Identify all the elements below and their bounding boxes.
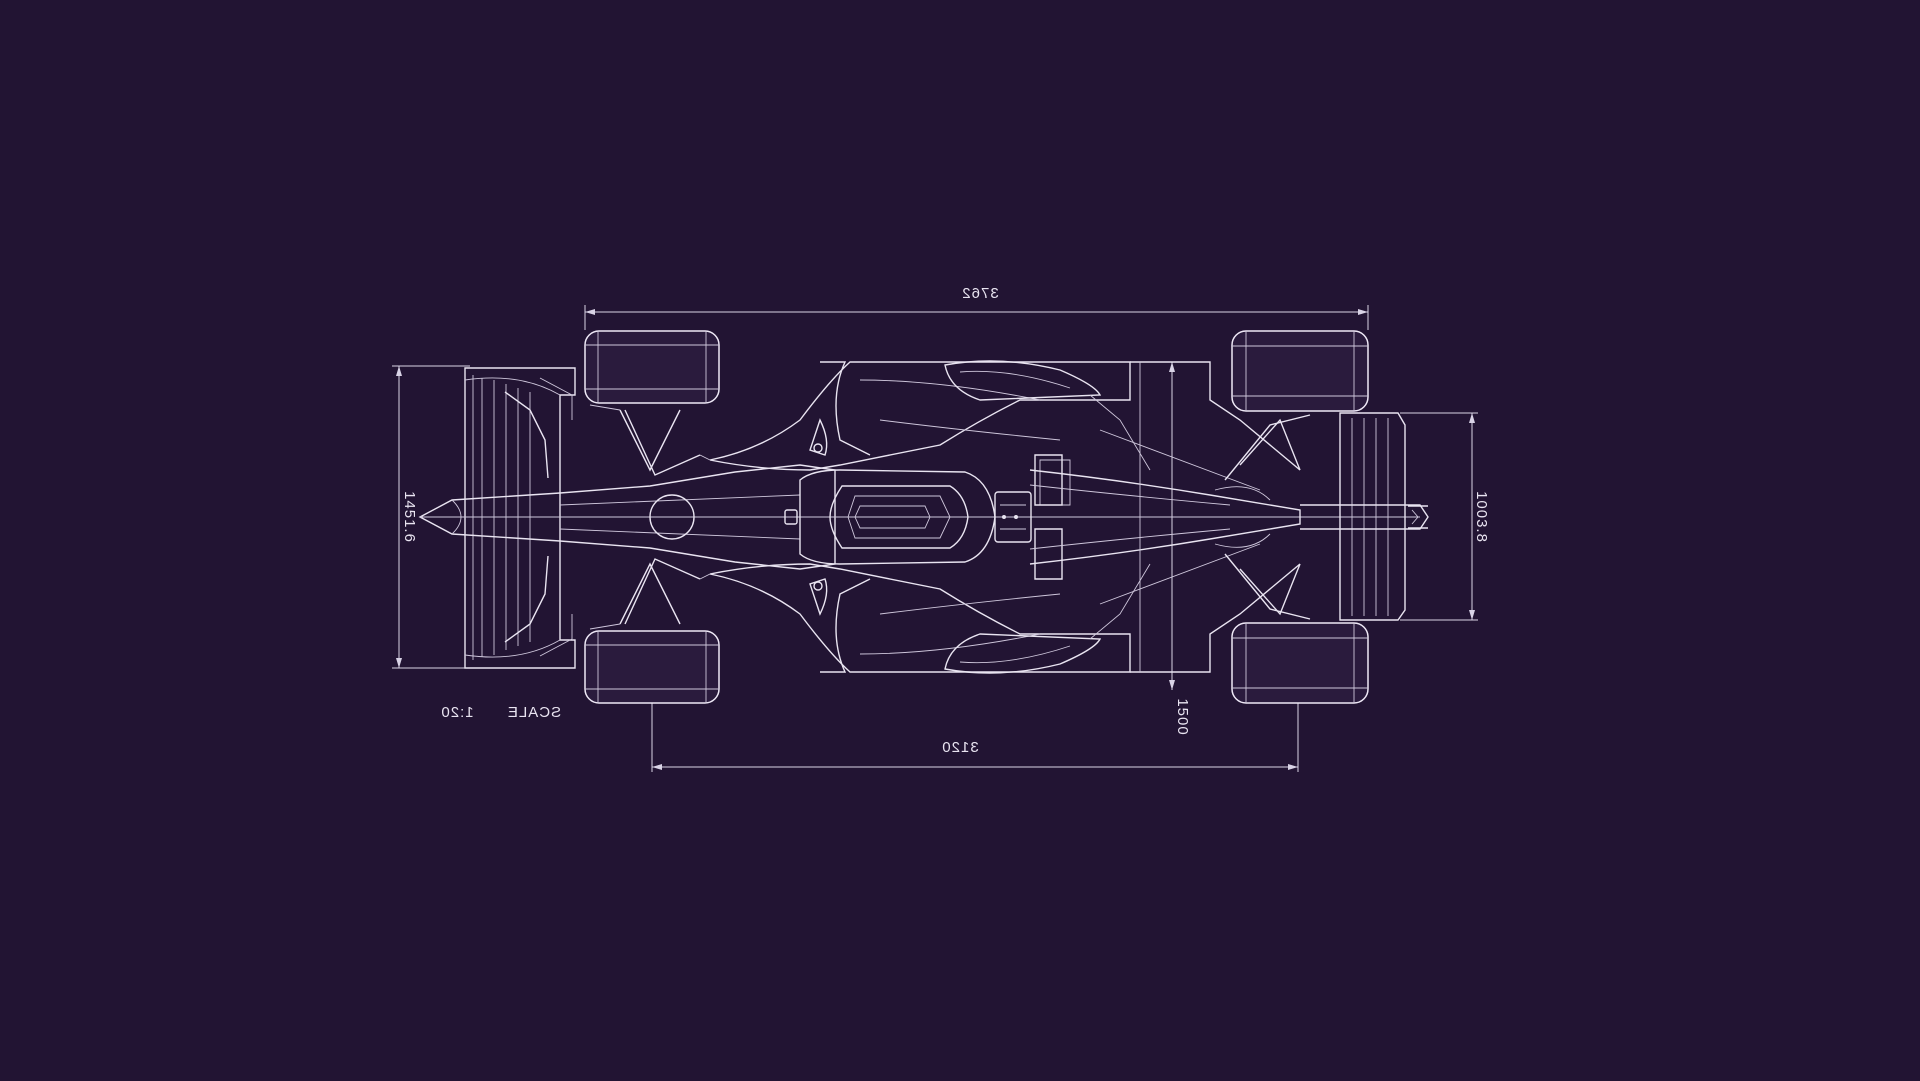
cockpit (799, 469, 1032, 565)
front-wing (464, 367, 576, 669)
rear-wing (1300, 412, 1429, 621)
nose-monocoque (418, 464, 1420, 570)
overall-length-label: 3762 (961, 285, 998, 302)
rear-left-tyre (1231, 330, 1369, 412)
scale-label: SCALE (507, 704, 561, 721)
rear-wing-width-label: 1003.8 (1473, 491, 1490, 543)
engine-cover (1029, 361, 1301, 673)
front-left-tyre (584, 330, 720, 404)
front-right-tyre (584, 630, 720, 704)
wheelbase-label: 3120 (941, 739, 978, 756)
dimension-lines (392, 305, 1478, 772)
front-width-label: 1451.6 (401, 491, 418, 543)
dimension-labels: 3762 3120 1451.6 1003.8 1500 SCALE 1:20 (401, 285, 1490, 756)
sidepod-lower (709, 528, 1131, 674)
scale-value: 1:20 (440, 704, 473, 721)
sidepod-upper (709, 360, 1131, 506)
rear-right-tyre (1231, 622, 1369, 704)
rear-suspension (1214, 414, 1311, 620)
front-suspension (589, 404, 711, 630)
sidepod-width-label: 1500 (1174, 698, 1191, 735)
